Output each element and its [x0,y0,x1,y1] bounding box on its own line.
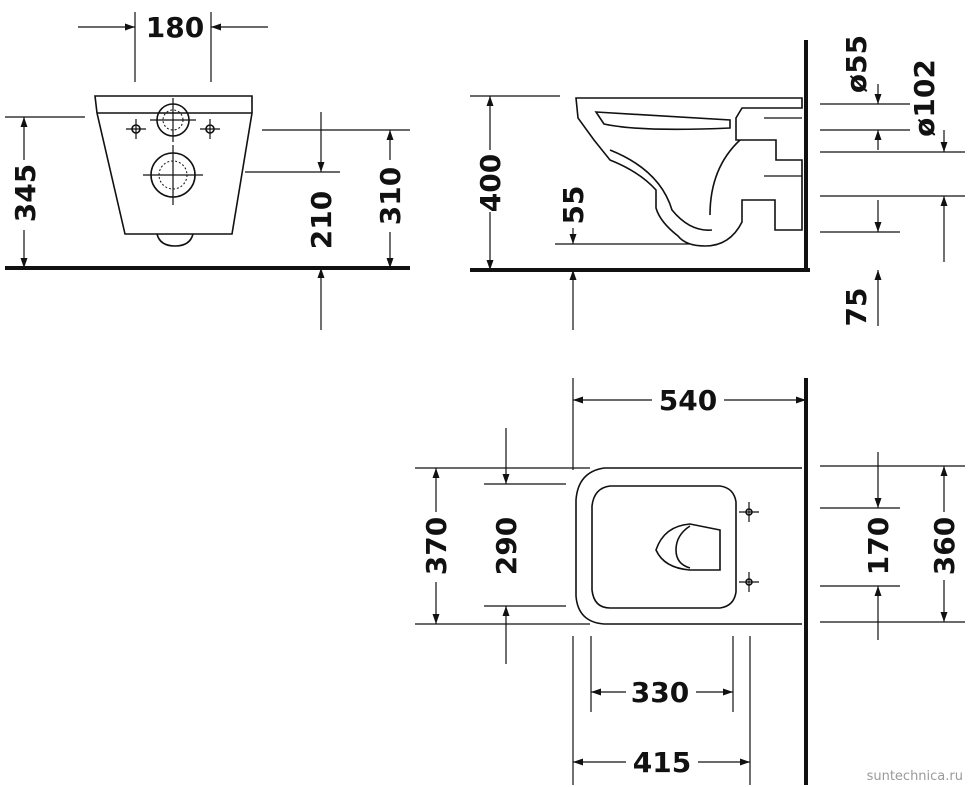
top-drain-opening [655,523,721,571]
top-bowl-outer [575,467,802,625]
dim-400: 400 [474,154,507,212]
dim-180: 180 [146,11,204,44]
top-view: 540 370 290 170 360 330 [415,378,965,785]
dim-360: 360 [928,517,961,575]
top-bowl-inner [591,485,737,609]
dim-75: 75 [840,288,873,327]
dim-170: 170 [862,517,895,575]
dim-310: 310 [374,167,407,225]
side-bowl-profile [575,97,803,247]
front-fixing-marks [126,119,220,139]
dim-diameter-102: ø102 [908,59,941,137]
dim-diameter-55: ø55 [840,35,873,93]
watermark: suntechnica.ru [867,769,963,784]
front-inlet-circle [150,98,196,142]
top-fixing-marks [739,502,759,592]
dim-290: 290 [490,517,523,575]
dim-540: 540 [659,384,717,417]
dim-55: 55 [557,186,590,225]
dim-210: 210 [305,191,338,249]
front-outlet-circle [143,145,203,205]
side-view: 400 55 ø55 ø102 75 [470,35,965,330]
dim-370: 370 [420,517,453,575]
dim-415: 415 [633,746,691,779]
dim-330: 330 [631,676,689,709]
dim-345: 345 [9,164,42,222]
front-view: 180 345 210 310 [5,11,410,330]
